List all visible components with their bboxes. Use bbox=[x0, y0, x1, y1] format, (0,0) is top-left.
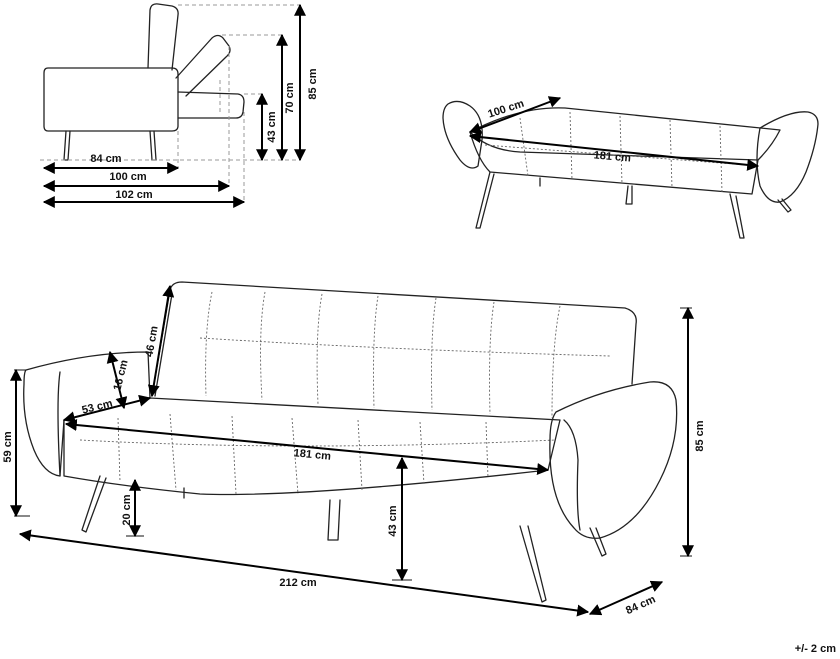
dim-seat-depth: 53 cm bbox=[81, 397, 114, 416]
main-left-arm bbox=[23, 351, 151, 477]
dim-height-total: 85 cm bbox=[307, 68, 319, 99]
dim-arrow-53 bbox=[62, 394, 152, 424]
dim-height-mid: 70 cm bbox=[284, 82, 296, 113]
bed-left-arm bbox=[442, 100, 483, 169]
dim-arrow-100-bed bbox=[468, 96, 562, 134]
dim-depth-full: 102 cm bbox=[115, 189, 153, 201]
dim-arrow-84-main bbox=[588, 580, 664, 616]
dim-back-height: 46 cm bbox=[143, 325, 160, 358]
bed-view: 100 cm 181 cm bbox=[442, 96, 819, 239]
dim-arrow-46 bbox=[147, 284, 175, 398]
main-backrest bbox=[151, 281, 637, 397]
side-leg-back bbox=[149, 130, 157, 161]
dim-height-total-main: 85 cm bbox=[694, 420, 706, 451]
dim-arm-inner-height: 16 cm bbox=[111, 358, 130, 391]
side-back-reclined bbox=[175, 34, 231, 97]
main-view: 46 cm 16 cm 53 cm 59 cm 181 cm 20 cm 43 … bbox=[2, 281, 706, 617]
dim-arrow-181-bed bbox=[468, 131, 760, 171]
main-seat bbox=[63, 397, 561, 496]
side-seat-body bbox=[43, 67, 179, 132]
side-leg-front bbox=[63, 130, 71, 161]
main-right-arm bbox=[549, 381, 678, 539]
dim-bed-length: 181 cm bbox=[593, 149, 631, 164]
dim-seat-height: 43 cm bbox=[387, 505, 399, 536]
dim-arrow-181-main bbox=[64, 419, 550, 475]
dim-leg-height: 20 cm bbox=[121, 494, 133, 525]
tolerance-note: +/- 2 cm bbox=[795, 643, 836, 655]
dim-total-width: 212 cm bbox=[279, 577, 317, 589]
dim-depth-mid: 100 cm bbox=[109, 171, 147, 183]
dim-arm-height: 59 cm bbox=[2, 431, 14, 462]
dim-height-seat: 43 cm bbox=[266, 111, 278, 142]
side-back-upright bbox=[147, 3, 179, 71]
dim-seat-width: 181 cm bbox=[293, 447, 332, 463]
side-back-flat bbox=[177, 91, 245, 119]
bed-right-arm bbox=[756, 111, 819, 203]
side-view: 84 cm 100 cm 102 cm 43 cm 70 cm 85 cm bbox=[40, 3, 319, 208]
dim-depth-seat: 84 cm bbox=[90, 153, 121, 165]
dim-arrow-212 bbox=[18, 529, 590, 617]
